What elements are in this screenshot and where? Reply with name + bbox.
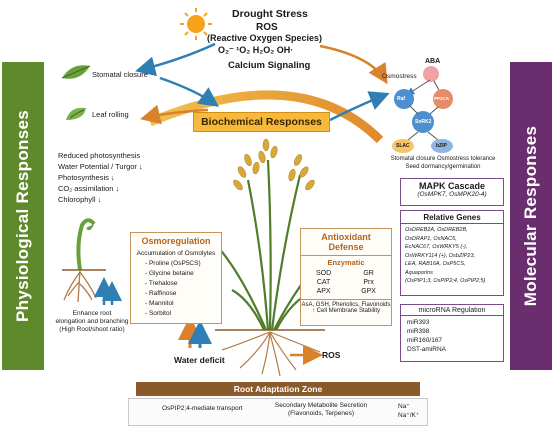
osmolyte-item: - Proline (OsP5CS) — [145, 260, 201, 267]
osmolyte-item: - Sorbitol — [145, 310, 172, 317]
biochem-to-aba-arrow — [329, 91, 390, 122]
enzymatic-label: Enzymatic — [301, 255, 391, 267]
ros-to-stomatal-arrow — [135, 42, 216, 77]
root-elongation-label: Enhance root elongation and branching (H… — [55, 310, 129, 333]
root-zone-details — [128, 398, 428, 426]
root-adaptation-zone-bar: Root Adaptation Zone — [136, 382, 420, 396]
relative-genes-box: Relative Genes OsDREB2A, OsDREB2B, OsDRA… — [400, 210, 504, 296]
bzip-label: bZIP — [436, 143, 447, 149]
pp2ca-label: PP2CA — [434, 96, 450, 101]
mapk-subtitle: (OsMPK7, OsMPK20-4) — [417, 191, 487, 198]
water-deficit-label: Water deficit — [174, 355, 225, 365]
stomatal-closure-label: Stomatal closure — [92, 70, 148, 79]
antioxidant-defense-box: Antioxidant Defense Enzymatic SOD CAT AP… — [300, 228, 392, 326]
enzyme-item: Prx — [363, 279, 374, 286]
biochem-to-leaf-arrow — [140, 104, 209, 125]
mirna-item: DST-amiRNA — [407, 346, 447, 353]
enzyme-item: APX — [316, 288, 331, 295]
raf-node — [394, 89, 414, 109]
snrk2-label: SnRK2 — [415, 119, 432, 125]
enzyme-item: GPX — [361, 288, 376, 295]
ros-to-molecular-arrow — [319, 44, 388, 85]
stomatal-leaf-icon — [61, 65, 91, 79]
enzyme-item: SOD — [316, 270, 332, 277]
calcium-signaling-label: Calcium Signaling — [228, 60, 311, 71]
osmolyte-item: - Trehalose — [145, 280, 178, 287]
effect-item: Reduced photosynthesis — [58, 151, 141, 160]
biochemical-responses-label: Biochemical Responses — [201, 116, 322, 128]
nonenzymatic-label: AsA, GSH, Phenolics, Flavonoids — [301, 299, 391, 308]
drought-stress-label: Drought Stress — [232, 8, 308, 20]
sodium-labels: Na⁺ Na⁺/K⁺ — [398, 402, 419, 420]
effect-item: CO₂ assimilation ↓ — [58, 184, 120, 193]
aba-label: ABA — [425, 58, 441, 65]
mapk-cascade-box: MAPK Cascade (OsMPK7, OsMPK20-4) — [400, 178, 504, 206]
osmoregulation-box: Osmoregulation Accumulation of Osmolytes… — [130, 232, 222, 324]
pp2ca-node — [433, 89, 453, 109]
physiological-effects-list: Reduced photosynthesis Water Potential /… — [58, 150, 178, 205]
gene-item: (OsPIP1;3, OsPIP2;4, OsPIP2;5) — [405, 278, 486, 284]
effect-item: Water Potential / Turgor ↓ — [58, 162, 143, 171]
osmolyte-item: - Raffinose — [145, 290, 177, 297]
osmolyte-item: - Mannitol — [145, 300, 174, 307]
root-adaptation-zone-label: Root Adaptation Zone — [233, 384, 323, 394]
gene-item: OsWRKY114 (+), OsbZIP23, — [405, 252, 476, 259]
nak-label: Na⁺/K⁺ — [398, 412, 420, 419]
enzyme-item: GR — [363, 270, 374, 277]
mapk-title: MAPK Cascade — [418, 181, 486, 191]
slac-label: SLAC — [396, 143, 410, 149]
mirna-item: miR160/167 — [407, 337, 443, 344]
bzip-node — [431, 139, 453, 153]
microrna-title: microRNA Regulation — [401, 307, 503, 316]
stomatal-to-biochem-arrow — [159, 76, 220, 107]
biochemical-responses-box: Biochemical Responses — [193, 112, 330, 132]
na-label: Na⁺ — [398, 403, 410, 410]
membrane-stability-label: ↑ Cell Membrane Stability — [311, 308, 381, 314]
enzyme-item: CAT — [316, 279, 331, 286]
osmostress-label: Osmostress — [382, 73, 417, 80]
leaf-rolling-icon — [66, 107, 86, 120]
secondary-metabolite-label: Secondary Metabolite Secretion (Flavonoi… — [274, 402, 368, 417]
osmolyte-item: - Glycine betaine — [145, 270, 194, 277]
seedling-roots-icon — [62, 218, 122, 305]
pip-transport-label: OsPIP2;4-mediate transport — [162, 405, 243, 412]
snrk2-node — [412, 111, 434, 133]
effect-item: Photosynthesis ↓ — [58, 173, 115, 182]
mirna-item: miR398 — [407, 328, 430, 335]
gene-item: Aquaporins — [405, 269, 433, 276]
antioxidant-title: Antioxidant Defense — [321, 232, 371, 252]
ros-output-label: ROS — [322, 350, 341, 360]
ros-full-label: (Reactive Oxygen Species) — [207, 33, 323, 43]
aba-outcomes-label: Stomatal closure Osmostress tolerance Se… — [390, 156, 496, 170]
osmolytes-subtitle: Accumulation of Osmolytes — [136, 250, 216, 257]
microrna-regulation-box: microRNA Regulation miR393 miR398 miR160… — [400, 304, 504, 362]
gene-item: OsDRAP1, OsNAC5, — [405, 235, 457, 242]
ros-label: ROS — [256, 22, 278, 33]
molecular-responses-bar: Molecular Responses — [510, 62, 552, 370]
gene-item: EcNAC67, OsWRKY5 (-), — [405, 244, 468, 250]
osmoregulation-title: Osmoregulation — [141, 236, 211, 246]
mirna-item: miR393 — [407, 319, 430, 326]
raf-label: Raf — [397, 96, 406, 102]
gene-item: LEA, RAB16A, OsP5CS, — [405, 261, 466, 267]
physiological-responses-bar: Physiological Responses — [2, 62, 44, 370]
slac-node — [392, 139, 414, 153]
effect-item: Chlorophyll ↓ — [58, 195, 102, 204]
sun-icon — [180, 8, 212, 40]
biochem-arc — [148, 90, 384, 144]
aba-pathway — [392, 66, 453, 153]
gene-item: OsDREB2A, OsDREB2B, — [405, 227, 468, 233]
ros-species-label: O₂⁻ ¹O₂ H₂O₂ OH· — [218, 45, 294, 55]
relative-genes-title: Relative Genes — [401, 213, 503, 224]
leaf-rolling-label: Leaf rolling — [92, 110, 129, 119]
aba-node — [423, 66, 439, 82]
